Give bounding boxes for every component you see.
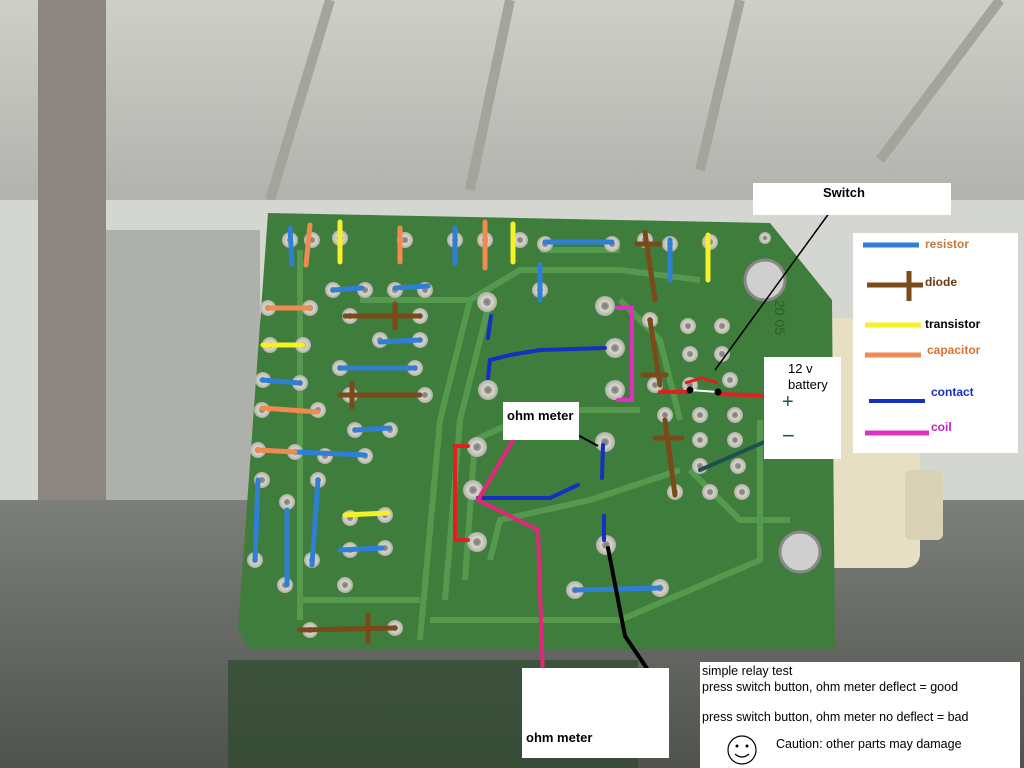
screw-bottom <box>778 530 822 574</box>
switch-label-box: Switch <box>753 183 951 215</box>
smiley-icon <box>727 735 757 765</box>
silkscreen-text: 20 05 <box>772 300 788 335</box>
switch-button <box>684 376 719 385</box>
screw-top <box>743 258 787 302</box>
battery-plus-sign: + <box>782 391 794 413</box>
legend-item-contact: contact <box>853 385 1018 411</box>
ohm-meter-label-top: ohm meter <box>507 408 574 423</box>
relay-test-note: simple relay test press switch button, o… <box>700 662 1020 768</box>
note-title: simple relay test <box>702 664 793 678</box>
transistor-markings <box>260 219 711 518</box>
legend-label-coil: coil <box>931 420 952 434</box>
legend-item-capacitor: capacitor <box>853 343 1018 363</box>
legend-item-coil: coil <box>853 420 1018 443</box>
legend: resistor diode transistor capacitor cont… <box>853 233 1018 453</box>
legend-label-resistor: resistor <box>925 237 970 251</box>
ohm-meter-label-bottom: ohm meter <box>526 730 593 745</box>
ohm-meter-label-box-top: ohm meter <box>503 402 579 440</box>
wooden-post <box>38 0 106 520</box>
legend-label-contact: contact <box>931 385 974 399</box>
battery-minus-sign: − <box>782 423 795 448</box>
battery-label-box: 12 v battery + − <box>764 357 841 459</box>
switch-label: Switch <box>823 185 865 200</box>
resistor-markings <box>252 225 673 593</box>
coil-markings <box>615 306 634 402</box>
note-good-result: press switch button, ohm meter deflect =… <box>702 680 959 694</box>
background-trees <box>80 230 260 510</box>
switch-pointer <box>714 204 836 371</box>
switch-contact <box>689 389 719 393</box>
ohm-meter-lead-pink-top <box>476 438 515 502</box>
legend-item-transistor: transistor <box>853 315 1018 335</box>
note-bad-result: press switch button, ohm meter no deflec… <box>702 710 969 724</box>
diode-markings <box>297 229 685 645</box>
legend-item-diode: diode <box>853 271 1018 301</box>
legend-label-diode: diode <box>925 275 957 289</box>
contact-markings <box>476 314 607 542</box>
ohm-meter-lead-black-bottom <box>606 546 654 678</box>
battery-label: 12 v battery <box>788 361 828 392</box>
note-caution: Caution: other parts may damage <box>776 737 962 751</box>
ohm-meter-label-box-bottom: ohm meter <box>522 668 669 758</box>
legend-label-capacitor: capacitor <box>927 343 981 357</box>
capacitor-markings <box>255 219 488 455</box>
legend-label-transistor: transistor <box>925 317 981 331</box>
legend-item-resistor: resistor <box>853 235 1018 255</box>
ceiling-beams <box>265 0 1004 202</box>
